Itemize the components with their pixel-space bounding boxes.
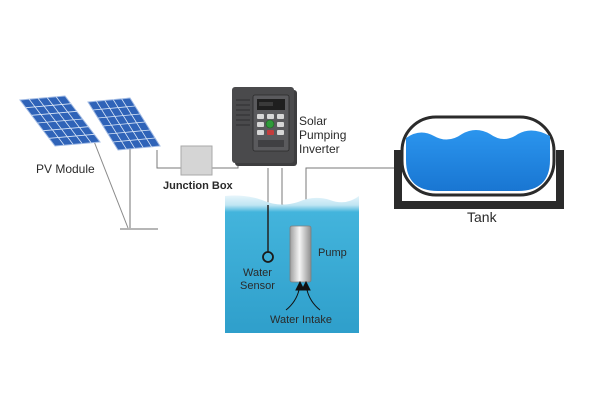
wire-pv-to-junction: [156, 150, 182, 169]
pv-support-line: [87, 125, 129, 229]
inverter-label-line2: Pumping: [299, 128, 346, 142]
tank-label: Tank: [467, 209, 498, 225]
inverter-group: Solar Pumping Inverter: [232, 87, 346, 166]
water-sensor-icon: [262, 251, 274, 263]
intake-arrow-icon: [285, 280, 321, 311]
tank-icon: [394, 115, 564, 209]
pv-module-group: PV Module: [19, 95, 161, 230]
solar-panel-left: [19, 95, 101, 147]
pump-label: Pump: [318, 247, 347, 259]
junction-box-group: Junction Box: [163, 145, 234, 192]
inverter-run-button: [265, 119, 275, 129]
water-intake-label: Water Intake: [270, 314, 332, 326]
sensor-label-line2: Sensor: [240, 280, 275, 292]
inverter-label-line3: Inverter: [299, 142, 340, 156]
inverter-icon: [232, 87, 297, 166]
pump-icon: [289, 225, 312, 283]
tank-group: Tank: [394, 115, 564, 225]
well-group: Water Sensor Pump Water Intake: [225, 195, 359, 333]
pv-module-label: PV Module: [36, 162, 95, 176]
sensor-label-line1: Water: [243, 267, 272, 279]
tank-water: [406, 130, 550, 191]
junction-box: [180, 145, 213, 176]
solar-panel-right: [87, 97, 161, 151]
inverter-label-line1: Solar: [299, 114, 327, 128]
junction-box-label: Junction Box: [163, 180, 234, 192]
